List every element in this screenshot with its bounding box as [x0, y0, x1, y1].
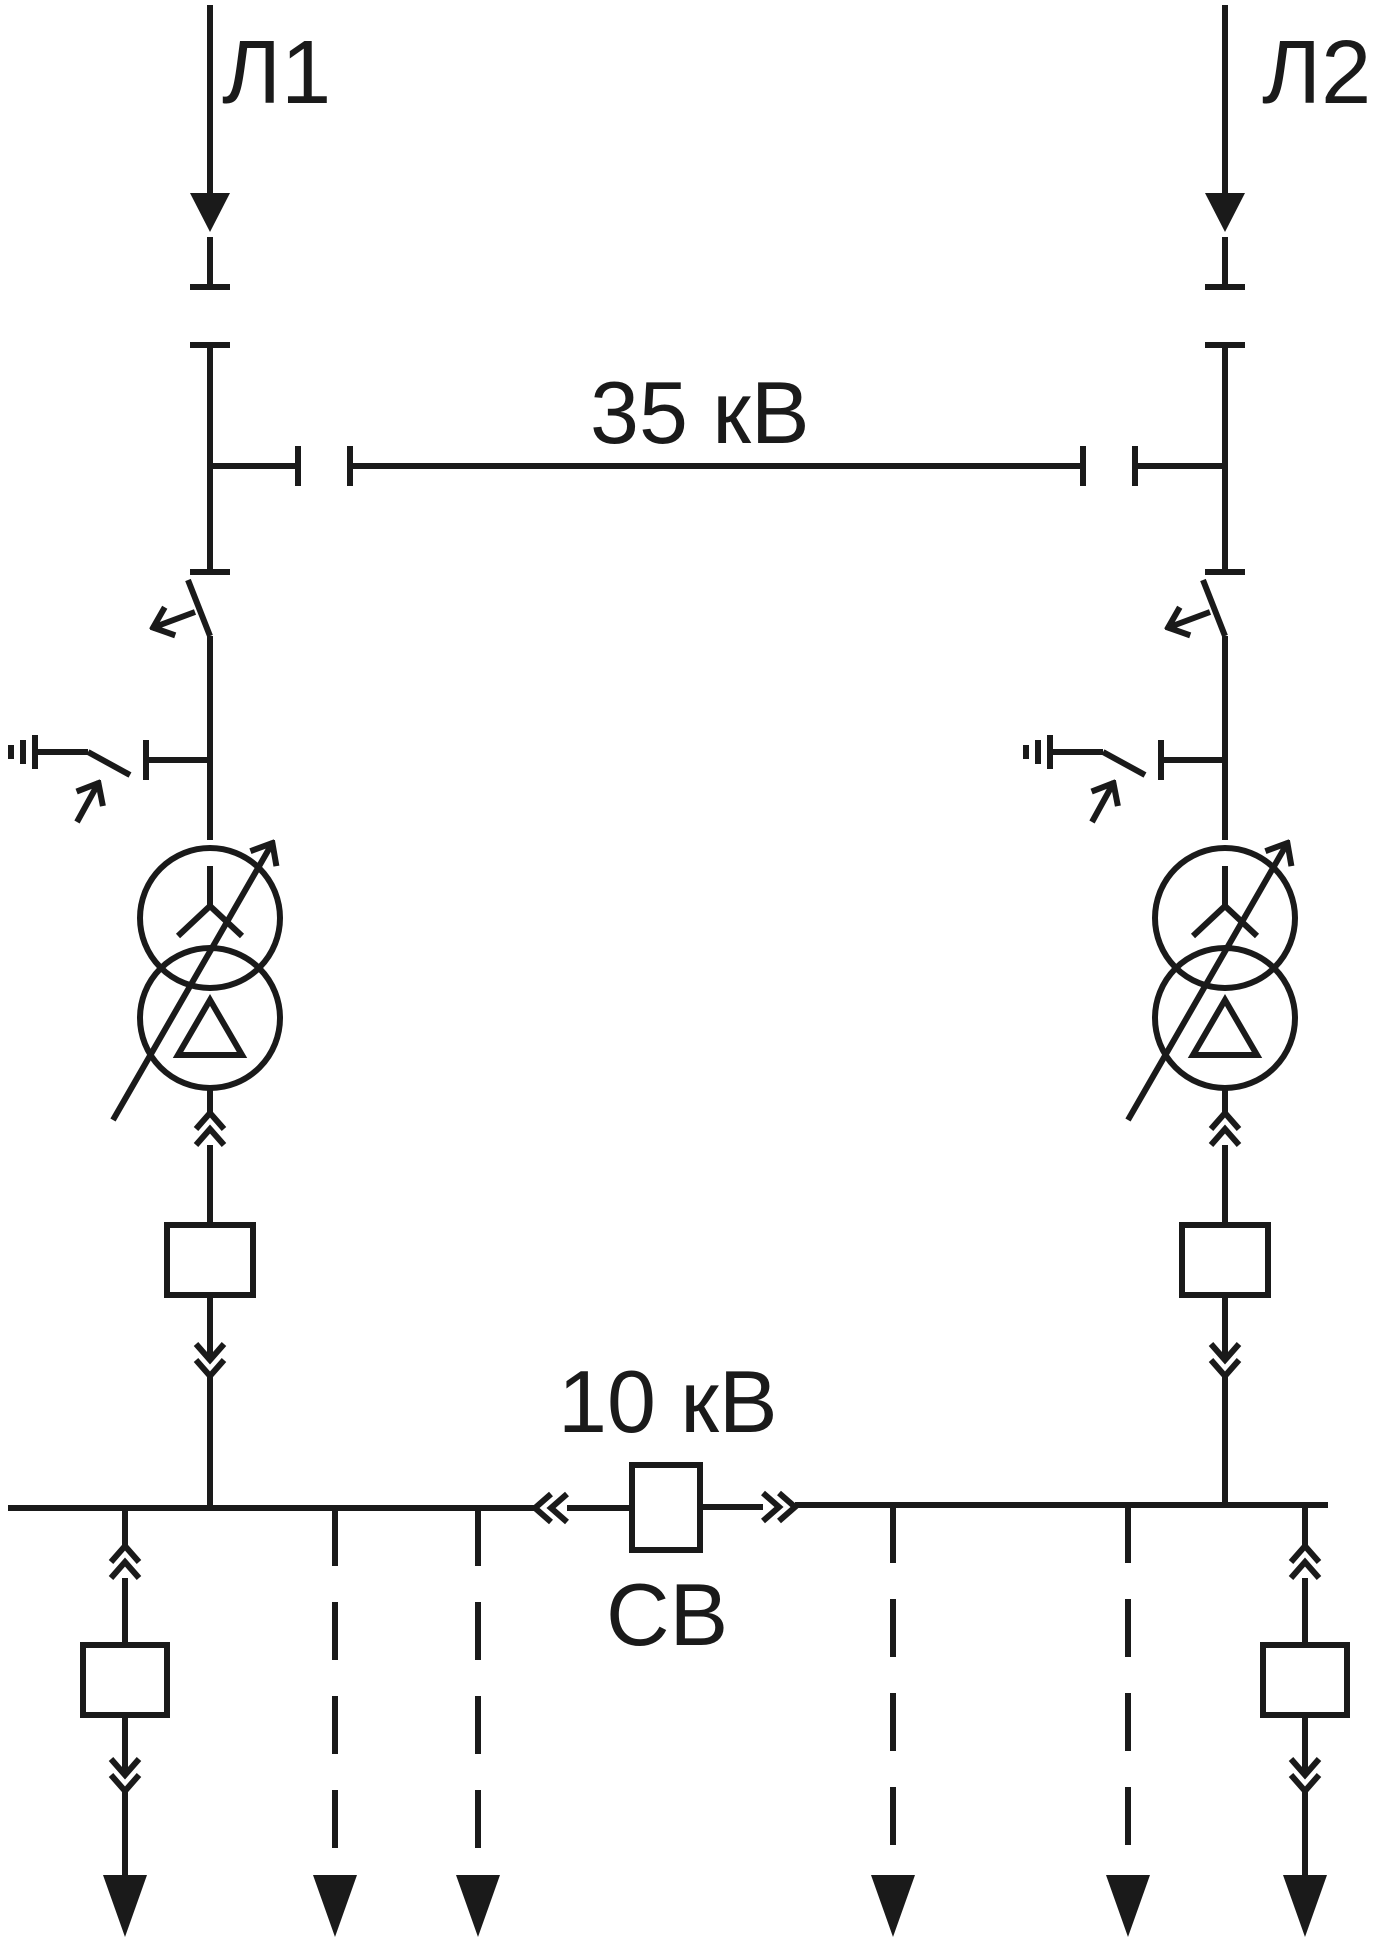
l2-switch-actuator — [1167, 612, 1212, 628]
l1-tap-changer-icon — [110, 842, 273, 1122]
reserve-3-outgoing-arrow-icon — [871, 1875, 915, 1937]
l1-earth-blade — [86, 749, 132, 778]
feeder-right-outgoing-arrow-icon — [1283, 1875, 1327, 1937]
feeder-left-outgoing-arrow-icon — [103, 1875, 147, 1937]
reserve-4-outgoing-arrow-icon — [1106, 1875, 1150, 1937]
l2-earth-blade — [1101, 749, 1147, 778]
lv-10kv-section — [8, 1108, 1350, 1937]
bus-coupler-breaker-icon — [629, 1462, 703, 1553]
l1-lv-breaker-icon — [164, 1222, 256, 1298]
l1-wye-left-icon — [175, 903, 213, 939]
l2-switch-blade — [1200, 578, 1228, 638]
hv-bus-voltage-label: 35 кВ — [590, 363, 810, 462]
l1-switch-actuator — [152, 612, 197, 628]
l2-transformer-lv-winding-icon — [1152, 945, 1298, 1091]
l2-tap-changer-icon — [1125, 842, 1288, 1122]
bus-coupler-label: СВ — [606, 1565, 728, 1664]
coupler-withdrawable-left-icon — [530, 1491, 569, 1525]
feeder-left-breaker-icon — [80, 1642, 170, 1718]
l2-earth-actuator — [1089, 782, 1114, 824]
l2-withdrawable-contact-upper-icon — [1208, 1108, 1242, 1147]
l2-delta-icon — [1187, 994, 1263, 1058]
line1-label: Л1 — [222, 23, 331, 123]
l1-incoming-arrow-icon — [190, 193, 230, 232]
feeder-left-withdrawable-upper-icon — [108, 1541, 142, 1580]
l1-switch-blade — [185, 578, 213, 638]
l2-wye-left-icon — [1190, 903, 1228, 939]
l1-transformer-hv-winding-icon — [137, 845, 283, 991]
reserve-2-outgoing-arrow-icon — [456, 1875, 500, 1937]
lv-bus-voltage-label: 10 кВ — [558, 1352, 778, 1451]
l2-incoming-arrow-icon — [1205, 193, 1245, 232]
line2-label: Л2 — [1262, 23, 1371, 123]
l2-transformer-hv-winding-icon — [1152, 845, 1298, 991]
feeder-right-breaker-icon — [1260, 1642, 1350, 1718]
hv-35kv-section — [8, 5, 1245, 840]
l1-delta-icon — [172, 994, 248, 1058]
reserve-1-outgoing-arrow-icon — [313, 1875, 357, 1937]
l1-withdrawable-contact-upper-icon — [193, 1108, 227, 1147]
l1-earth-actuator — [74, 782, 99, 824]
l1-transformer-lv-winding-icon — [137, 945, 283, 1091]
l2-lv-breaker-icon — [1179, 1222, 1271, 1298]
transformers — [110, 842, 1298, 1122]
feeder-right-withdrawable-upper-icon — [1288, 1541, 1322, 1580]
coupler-withdrawable-right-icon — [761, 1490, 800, 1524]
